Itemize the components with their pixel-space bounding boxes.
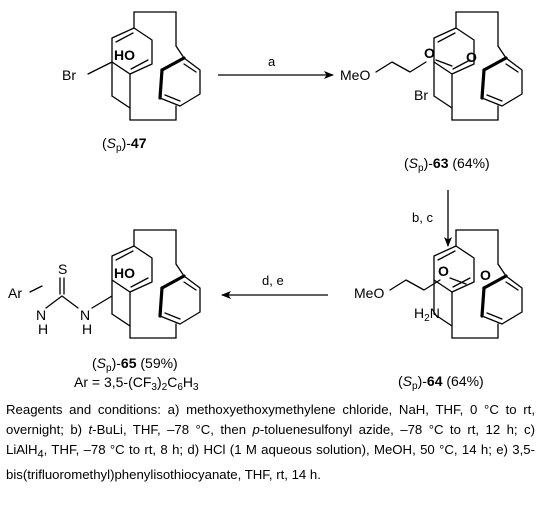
compound-63-structure: MeO O O Br bbox=[340, 12, 522, 120]
reaction-conditions-caption: Reagents and conditions: a) methoxyethox… bbox=[6, 400, 535, 485]
arrow-step-bc-label: b, c bbox=[412, 210, 433, 225]
atom-o-ether: O bbox=[424, 45, 435, 61]
caption-text: Reagents and conditions: a) methoxyethox… bbox=[6, 402, 536, 482]
atom-h-left: H bbox=[38, 321, 48, 337]
atom-o-aryl: O bbox=[466, 49, 477, 65]
atom-meo-64: MeO bbox=[354, 285, 384, 301]
atom-n-right: N bbox=[80, 307, 90, 323]
arrow-step-de-label: d, e bbox=[262, 273, 284, 288]
atom-h2n: H2N bbox=[414, 305, 440, 324]
atom-o-aryl-64: O bbox=[480, 267, 491, 283]
atom-ho-65: HO bbox=[114, 265, 135, 281]
arrow-step-a-label: a bbox=[268, 54, 276, 69]
reaction-scheme: Br HO (Sp)-47 a MeO O O Br (Sp)-63 (64%)… bbox=[8, 0, 541, 393]
atom-br-63: Br bbox=[414, 87, 428, 103]
label-compound-47: (Sp)-47 bbox=[102, 135, 147, 154]
atom-ho: HO bbox=[114, 47, 135, 63]
label-ar-definition: Ar = 3,5-(CF3)2C6H3 bbox=[74, 374, 199, 393]
atom-ar: Ar bbox=[8, 285, 22, 301]
atom-s: S bbox=[58, 261, 67, 277]
atom-br: Br bbox=[62, 67, 76, 83]
label-compound-65: (Sp)-65 (59%) bbox=[92, 355, 178, 374]
compound-65-structure: HO Ar N H S N H bbox=[8, 230, 200, 338]
compound-64-structure: MeO O O H2N bbox=[354, 230, 522, 338]
compound-47-structure: Br HO bbox=[62, 12, 200, 120]
label-compound-63: (Sp)-63 (64%) bbox=[404, 155, 490, 174]
atom-h-right: H bbox=[82, 321, 92, 337]
atom-n-left: N bbox=[36, 307, 46, 323]
atom-meo: MeO bbox=[340, 67, 370, 83]
atom-o-ether-64: O bbox=[438, 263, 449, 279]
label-compound-64: (Sp)-64 (64%) bbox=[398, 373, 484, 392]
